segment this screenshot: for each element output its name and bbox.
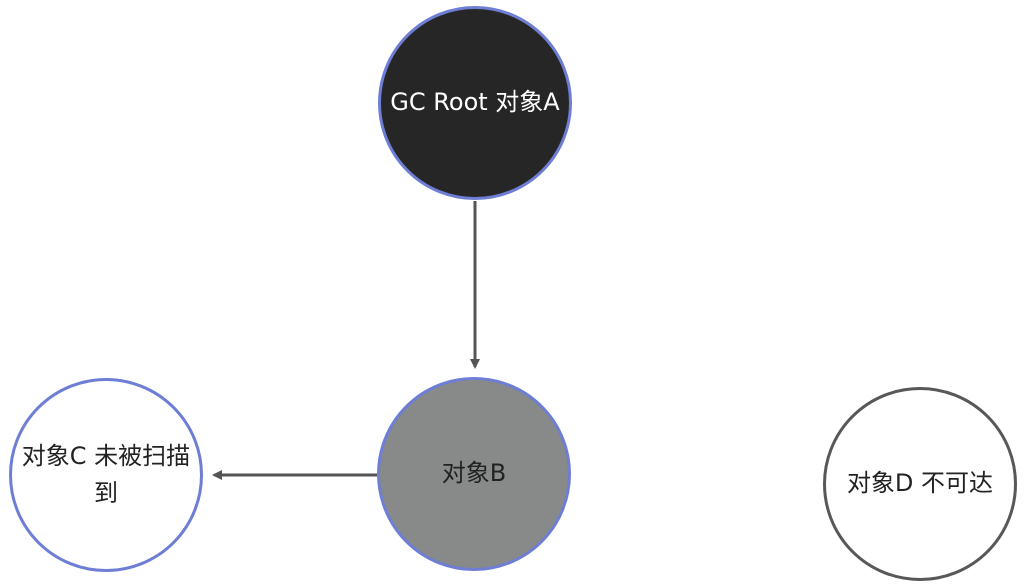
node-object-c-label: 对象C 未被扫描到: [21, 441, 191, 507]
node-object-d-label: 对象D 不可达: [846, 469, 994, 498]
node-object-b-label: 对象B: [441, 459, 507, 488]
node-gc-root-a-label: GC Root 对象A: [390, 88, 560, 117]
node-object-d[interactable]: 对象D 不可达: [823, 387, 1017, 581]
node-object-c[interactable]: 对象C 未被扫描到: [9, 378, 203, 572]
node-object-b[interactable]: 对象B: [377, 377, 571, 571]
node-gc-root-a[interactable]: GC Root 对象A: [378, 6, 572, 200]
